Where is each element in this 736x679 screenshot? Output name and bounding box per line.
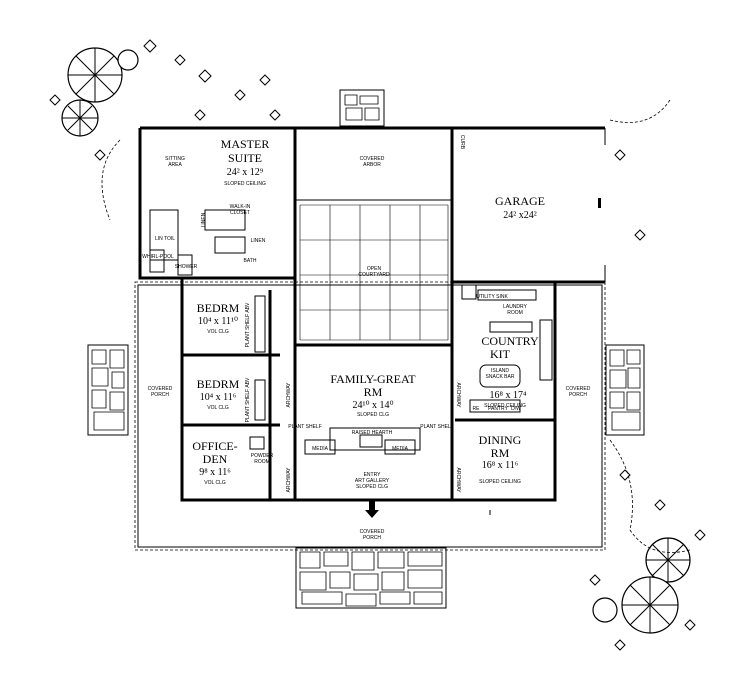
- master-suite-note: SLOPED CEILING: [224, 181, 266, 187]
- courtyard-tiles: [299, 204, 449, 341]
- stone-walk-left: [87, 344, 129, 436]
- garage-label: GARAGE: [495, 194, 545, 208]
- plant-shelf-left: PLANT SHELF: [288, 424, 322, 430]
- covered-porch-right-1: COVERED: [566, 386, 591, 392]
- covered-porch-bottom-2: PORCH: [363, 535, 381, 541]
- plant-shelf-right: PLANT SHELF: [420, 424, 454, 430]
- office-den-1: OFFICE-: [192, 439, 237, 453]
- hatch-ground: [101, 99, 691, 553]
- archway-bottom-left: ARCHWAY: [286, 467, 292, 493]
- open-courtyard-2: COURTYARD: [358, 272, 390, 278]
- house-walls: [138, 126, 606, 502]
- walk-in-closet-2: CLOSET: [230, 210, 250, 216]
- refrig: RE: [473, 406, 481, 412]
- plant-shelf-bedrm1: PLANT SHELF ABV: [245, 302, 251, 347]
- dining-2: RM: [491, 446, 510, 460]
- covered-porch-right-2: PORCH: [569, 392, 587, 398]
- island-2: SNACK BAR: [486, 374, 515, 380]
- country-kit-2: KIT: [490, 347, 511, 361]
- sitting-area-2: AREA: [168, 162, 182, 168]
- fixtures: [149, 209, 553, 515]
- entry-arrow-icon: [365, 500, 379, 518]
- covered-porch-left-2: PORCH: [151, 392, 169, 398]
- garage-dims: 24² x24²: [503, 210, 537, 221]
- entry-2: ART GALLERY: [355, 478, 390, 484]
- island-1: ISLAND: [491, 368, 509, 374]
- dining-1: DINING: [479, 433, 522, 447]
- landscaping: [49, 39, 706, 651]
- master-suite-label-1: MASTER: [221, 137, 270, 151]
- country-kit-note: SLOPED CEILING: [484, 403, 526, 409]
- powder-room-1: POWDER: [251, 453, 274, 459]
- family-great-note: SLOPED CLG: [357, 412, 389, 418]
- archway-right: ARCHWAY: [455, 383, 461, 409]
- raised-hearth: RAISED HEARTH: [352, 430, 393, 436]
- office-den-2: DEN: [203, 452, 228, 466]
- bedrm1-label: BEDRM: [197, 301, 240, 315]
- country-kit-1: COUNTRY: [481, 334, 539, 348]
- covered-porch-left-1: COVERED: [148, 386, 173, 392]
- garage-curb: CURB: [459, 135, 465, 150]
- plant-shelf-bedrm2: PLANT SHELF ABV: [245, 377, 251, 422]
- porch-outline: [134, 281, 606, 551]
- country-kit-dims: 16⁸ x 17⁴: [490, 390, 527, 401]
- dishwasher: D/W: [511, 406, 521, 412]
- dining-dims: 16⁸ x 11⁶: [482, 460, 519, 471]
- family-great-1: FAMILY-GREAT: [330, 372, 416, 386]
- shrubs-top: [49, 39, 281, 161]
- bedrm2-label: BEDRM: [197, 377, 240, 391]
- whirlpool: WHIRL-POOL: [142, 254, 174, 260]
- stone-walk-right: [605, 344, 645, 436]
- linen-toil: LIN TOIL: [155, 236, 175, 242]
- archway-bottom-right: ARCHWAY: [455, 468, 461, 494]
- pantry: PANTRY: [488, 406, 508, 412]
- master-suite-dims: 24² x 12⁹: [227, 167, 264, 178]
- office-den-dims: 9⁸ x 11⁶: [199, 467, 231, 478]
- linen-2: LINEN: [251, 238, 266, 244]
- office-den-note: VOL CLG: [204, 480, 226, 486]
- media-right: MEDIA: [392, 446, 409, 452]
- archway-left: ARCHWAY: [286, 382, 292, 408]
- linen-1: LINEN: [201, 212, 207, 227]
- bedrm1-dims: 10⁴ x 11¹⁰: [198, 316, 238, 327]
- shower: SHOWER: [175, 264, 198, 270]
- family-great-2: RM: [364, 385, 383, 399]
- dining-note: SLOPED CEILING: [479, 479, 521, 485]
- laundry-2: ROOM: [507, 310, 523, 316]
- garage-marker: [598, 198, 601, 208]
- stone-walk-bottom: [295, 547, 447, 609]
- utility-sink: UTILITY SINK: [476, 294, 508, 300]
- covered-arbor-2: ARBOR: [363, 162, 381, 168]
- laundry-1: LAUNDRY: [503, 304, 527, 310]
- media-left: MEDIA: [312, 446, 329, 452]
- bath-label: BATH: [244, 258, 257, 264]
- entry-note: SLOPED CLG: [356, 484, 388, 490]
- tree-top-left: [61, 47, 139, 137]
- walk-in-closet-1: WALK-IN: [230, 204, 251, 210]
- family-great-dims: 24¹⁰ x 14⁰: [352, 400, 393, 411]
- entry-1: ENTRY: [364, 472, 382, 478]
- tree-bottom-right: [592, 537, 691, 634]
- powder-room-2: ROOM: [254, 459, 270, 465]
- bedrm2-note: VOL CLG: [207, 405, 229, 411]
- open-courtyard-1: OPEN: [367, 266, 382, 272]
- bedrm1-note: VOL CLG: [207, 329, 229, 335]
- covered-porch-bottom-1: COVERED: [360, 529, 385, 535]
- bedrm2-dims: 10⁴ x 11⁶: [200, 392, 237, 403]
- master-suite-label-2: SUITE: [228, 151, 262, 165]
- covered-arbor-1: COVERED: [360, 156, 385, 162]
- shrubs-right: [589, 149, 706, 651]
- labels: MASTER SUITE 24² x 12⁹ SLOPED CEILING SI…: [142, 135, 591, 541]
- sitting-area-1: SITTING: [165, 156, 185, 162]
- stone-walk-top: [339, 89, 385, 127]
